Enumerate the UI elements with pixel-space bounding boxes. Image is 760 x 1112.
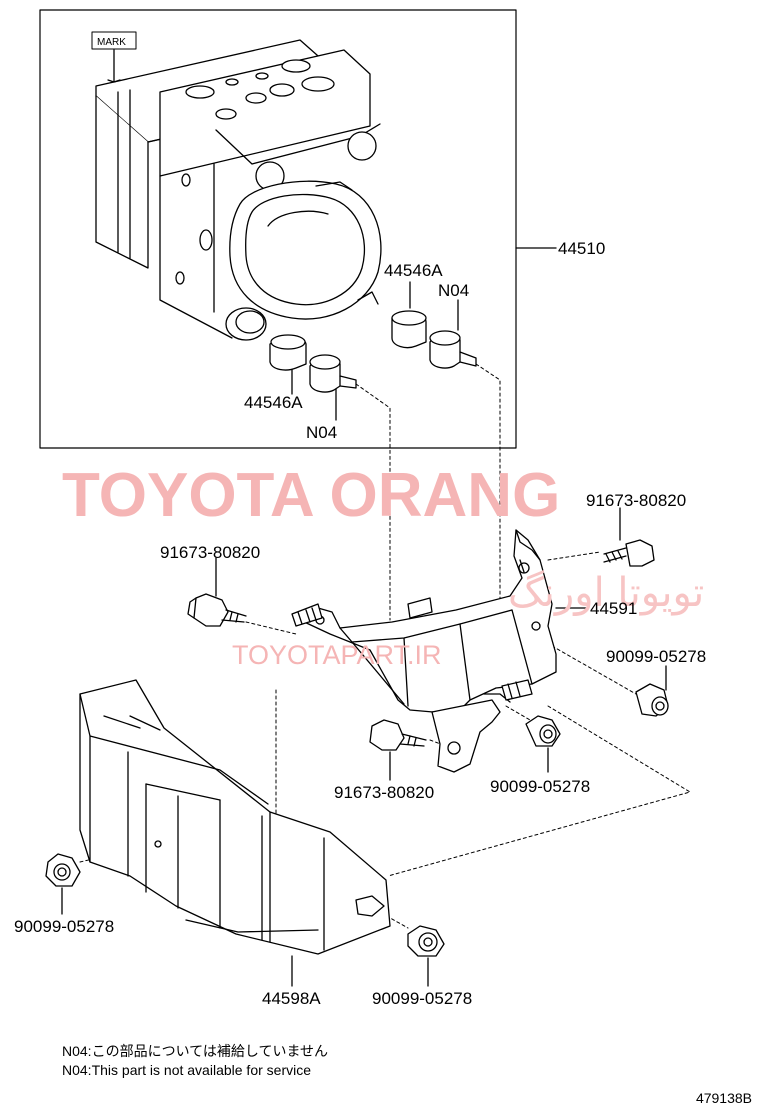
part-label-actuator: 44510 [558, 239, 605, 258]
part-label-n04-lower: N04 [306, 423, 337, 442]
nut-right-drawing [635, 683, 669, 717]
bolt-top-right-drawing [603, 539, 655, 567]
note-japanese: N04:この部品については補給していません [62, 1043, 329, 1059]
watermark-brand-persian: تویوتا اورنگ [508, 570, 704, 616]
bolt-bottom-drawing [369, 719, 427, 751]
bracket-drawing [299, 529, 557, 773]
nut-bottom-drawing [407, 925, 445, 957]
part-label-nut-left: 90099-05278 [14, 917, 114, 936]
watermark-brand-latin: TOYOTA ORANG [62, 461, 560, 530]
mark-leader [107, 49, 121, 83]
nut-left-drawing [45, 853, 81, 887]
part-label-cushion-upper: 44546A [384, 261, 443, 280]
cushion-parts [269, 310, 477, 393]
actuator-frame [39, 9, 517, 449]
mark-label: MARK [97, 37, 126, 48]
part-label-nut-right: 90099-05278 [606, 647, 706, 666]
part-label-n04-upper: N04 [438, 281, 469, 300]
part-label-bolt-left: 91673-80820 [160, 543, 260, 562]
part-label-bracket: 44591 [590, 599, 637, 618]
part-label-cushion-lower: 44546A [244, 393, 303, 412]
nut-center-drawing [525, 715, 561, 747]
bracket-stud-drawing [501, 679, 533, 701]
bolt-bracket-upper-drawing [291, 603, 323, 627]
part-label-nut-center: 90099-05278 [490, 777, 590, 796]
note-english: N04:This part is not available for servi… [62, 1062, 311, 1078]
part-label-bolt-bottom: 91673-80820 [334, 783, 434, 802]
mark-tag-box [91, 31, 137, 50]
illustration-code: 479138B [695, 1090, 752, 1106]
part-label-cover: 44598A [262, 989, 321, 1008]
bolt-left-drawing [187, 593, 247, 627]
part-label-nut-bottom: 90099-05278 [372, 989, 472, 1008]
watermark-website: TOYOTAPART.IR [232, 640, 442, 670]
abs-actuator-drawing [95, 39, 382, 341]
part-label-bolt-top-right: 91673-80820 [586, 491, 686, 510]
cover-drawing [79, 679, 391, 955]
